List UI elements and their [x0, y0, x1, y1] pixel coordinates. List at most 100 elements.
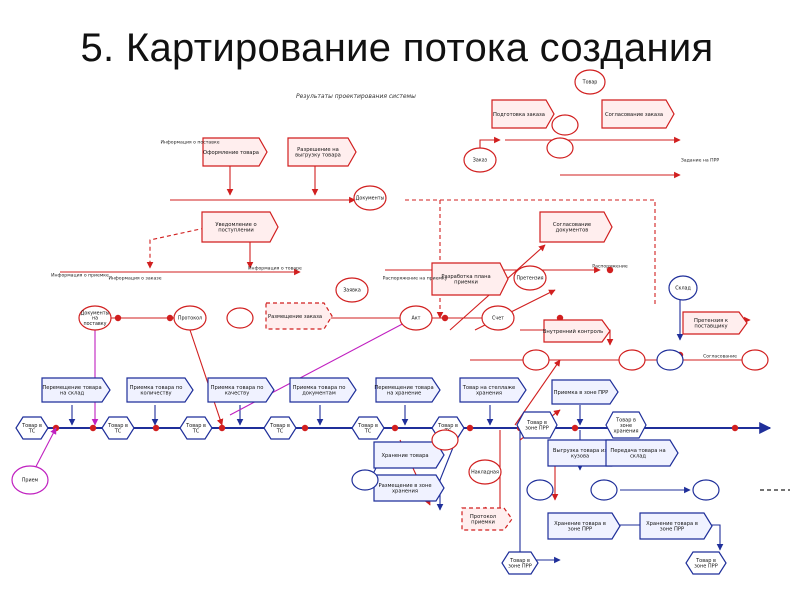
agent-circle-0-label: Прием — [22, 478, 39, 484]
connector-line — [146, 227, 206, 269]
small-circle-6-shape — [526, 479, 554, 501]
junction-dot — [301, 424, 309, 432]
blue-process-3-shape — [289, 377, 357, 403]
note-text-2-label: Информация о заказе — [108, 276, 161, 282]
blue-process-6: Приемка в зоне ПРР — [551, 379, 619, 405]
document-circle-4-shape — [399, 305, 433, 331]
note-text-2: Информация о заказе — [108, 276, 161, 282]
note-text-1-label: Информация о приемке — [51, 273, 109, 279]
blue-process-11-shape — [547, 512, 621, 540]
agent-circle-1-shape — [574, 69, 606, 95]
red-process-7-label: Внутренний контроль — [543, 328, 603, 335]
junction-dot — [114, 314, 122, 322]
state-hexagon-8-shape — [501, 551, 539, 575]
small-circle-0 — [351, 469, 379, 491]
note-text-7-label: Согласование — [703, 354, 737, 360]
blue-process-12-shape — [639, 512, 713, 540]
red-process-8-label: Размещение заказа — [268, 314, 322, 320]
junction-dot — [466, 424, 474, 432]
note-text-4: Распоряжение на приемку — [383, 276, 448, 282]
red-process-3-shape — [431, 262, 509, 296]
document-circle-1: Протокол — [173, 305, 207, 331]
document-circle-5-label: Счет — [492, 316, 504, 322]
blue-process-1-shape — [126, 377, 194, 403]
document-circle-7: Претензия — [513, 265, 547, 291]
red-process-8-shape — [265, 302, 333, 330]
red-process-0-label: Оформление товара — [203, 150, 259, 156]
note-text-4-label: Распоряжение на приемку — [383, 276, 448, 282]
blue-process-7-label: Хранение товара — [381, 453, 428, 459]
small-circle-3 — [618, 349, 646, 371]
red-process-0: Оформление товара — [202, 137, 268, 167]
small-circle-1-shape — [431, 429, 459, 451]
small-circle-5 — [741, 349, 769, 371]
small-circle-10-shape — [551, 114, 579, 136]
document-circle-5: Счет — [481, 305, 515, 331]
state-hexagon-7-shape — [605, 411, 647, 439]
document-circle-3-label: Заявка — [343, 288, 361, 294]
red-process-5: Подготовка заказа — [491, 99, 555, 129]
red-process-6-shape — [601, 99, 675, 129]
document-circle-2: Документы — [353, 185, 387, 211]
state-hexagon-6-shape — [516, 411, 558, 439]
small-circle-1 — [431, 429, 459, 451]
red-process-9-shape — [461, 507, 513, 531]
junction-dot — [152, 424, 160, 432]
state-hexagon-3-shape — [263, 416, 297, 440]
document-circle-1-shape — [173, 305, 207, 331]
red-process-8: Размещение заказа — [265, 302, 333, 330]
document-circle-4-label: Акт — [412, 316, 421, 322]
junction-dot — [441, 314, 449, 322]
small-circle-5-shape — [741, 349, 769, 371]
document-circle-2-label: Документы — [356, 196, 385, 202]
junction-dot — [571, 424, 579, 432]
document-circle-3-shape — [335, 277, 369, 303]
slide-title: 5. Картирование потока создания — [80, 26, 714, 70]
blue-process-0-shape — [41, 377, 111, 403]
note-text-3-label: Информация о товаре — [248, 266, 302, 272]
small-circle-10 — [551, 114, 579, 136]
blue-process-10-shape — [605, 439, 679, 467]
document-circle-8-label: Накладная — [471, 470, 499, 476]
small-circle-11 — [546, 137, 574, 159]
small-circle-2 — [522, 349, 550, 371]
blue-process-7-shape — [373, 441, 445, 469]
small-circle-7 — [590, 479, 618, 501]
red-process-6-label: Согласование заказа — [605, 112, 663, 118]
note-text-3: Информация о товаре — [248, 266, 302, 272]
note-text-5-label: Распоряжение — [592, 264, 628, 270]
diagram-header-caption: Результаты проектирования системы — [296, 93, 416, 100]
small-circle-6 — [526, 479, 554, 501]
red-process-5-shape — [491, 99, 555, 129]
document-circle-6: Заказ — [463, 147, 497, 173]
note-text-7: Согласование — [703, 354, 737, 360]
